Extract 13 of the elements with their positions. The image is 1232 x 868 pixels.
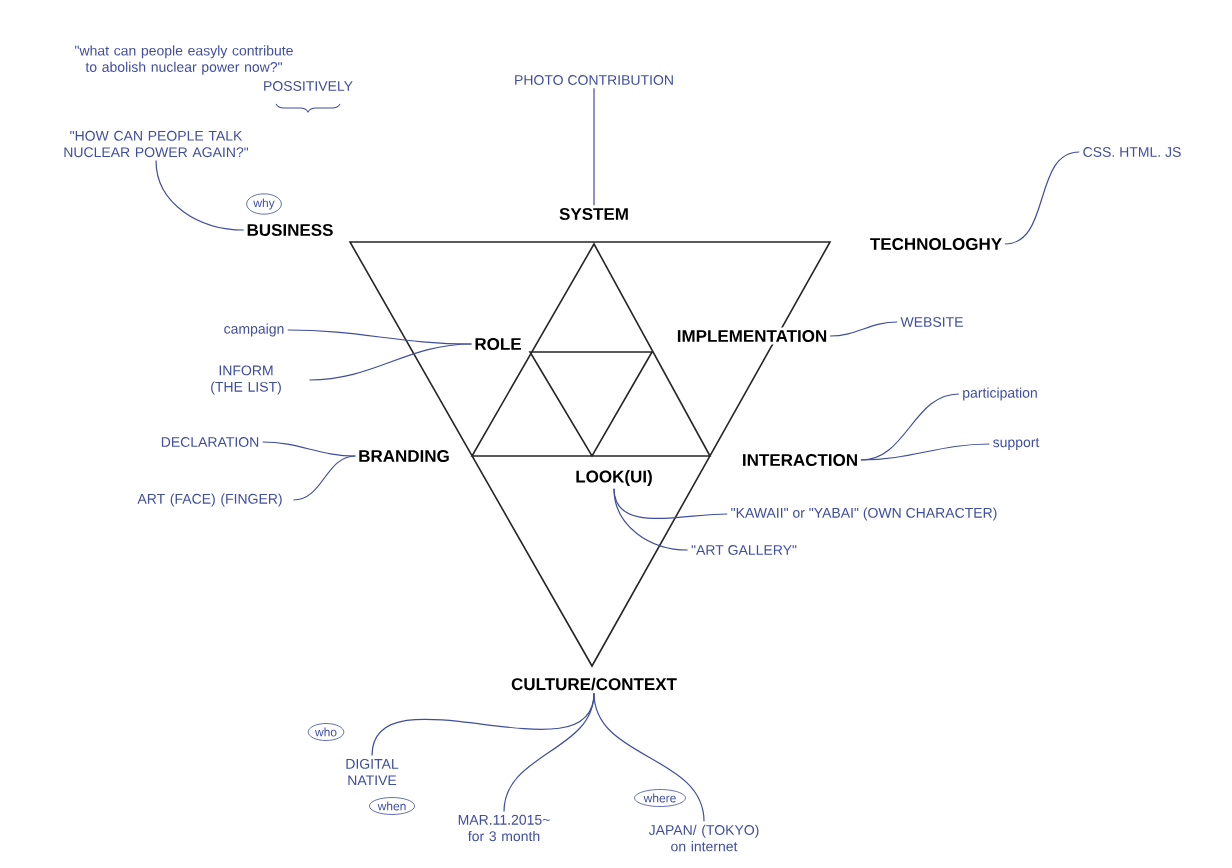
leader-line	[287, 329, 473, 345]
leader-line	[593, 692, 705, 822]
leader-line	[262, 441, 356, 457]
leader-line	[829, 321, 898, 337]
vertex-label: CULTURE/CONTEXT	[508, 675, 680, 693]
leader-line	[292, 455, 356, 501]
leader-line	[308, 343, 473, 381]
leader-line	[503, 692, 595, 813]
leader-line	[593, 87, 595, 206]
leader-line	[860, 443, 990, 461]
leader-line	[1004, 151, 1080, 245]
leader-line	[155, 159, 245, 231]
leader-line	[613, 488, 689, 551]
